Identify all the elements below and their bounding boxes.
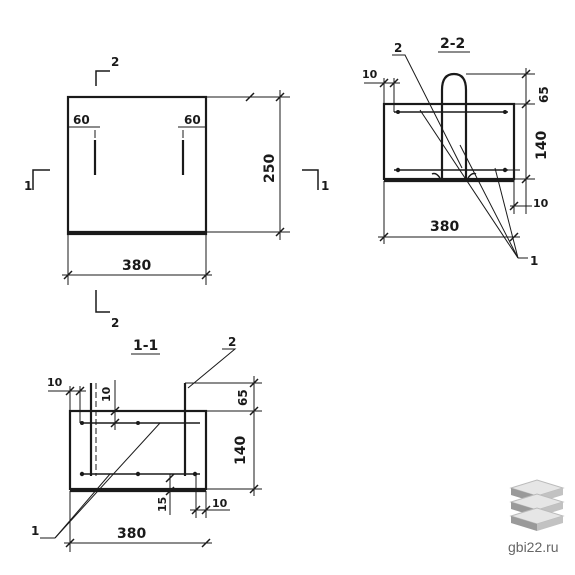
plan-dim-right-inset: 60 [184,113,201,127]
section-2-2-lifting-loop [440,72,468,178]
section-2-marker-top [95,70,110,86]
section-1-1-callout-1: 1 [31,524,39,538]
plan-section-1-left: 1 [24,179,32,193]
watermark-text: gbi22.ru [508,539,559,555]
section-1-1-title: 1-1 [133,338,158,354]
section-1-1-dim-bottom-cover: 10 [212,497,228,510]
section-2-2-callout-2-leader [392,54,463,169]
plan-section-2-bottom: 2 [111,316,119,330]
section-2-2-dim-left-cover: 10 [362,68,378,81]
section-1-1-callout-1-leader-a [54,422,161,539]
section-1-1-callout-2: 2 [228,335,236,349]
section-2-2-callout-2: 2 [394,41,402,55]
section-2-2: 2-2 2 1 10 [362,36,551,268]
section-2-2-title: 2-2 [440,36,465,52]
plan-dim-height: 250 [262,154,278,183]
plan-dim-left-inset: 60 [73,113,90,127]
watermark: gbi22.ru [508,479,565,555]
section-2-2-dim-height: 140 [534,131,550,160]
section-1-1-callout-2-leader [187,348,237,389]
section-2-2-callout-1: 1 [530,254,538,268]
section-1-1-dim-inner-offset: 10 [100,386,113,402]
stacked-slabs-icon [509,479,565,531]
section-2-2-callout-1-leader-a [419,109,519,259]
section-2-2-callout-1-leader-c [494,167,519,259]
section-2-2-slab [382,102,516,181]
plan-section-1-right: 1 [321,179,329,193]
section-1-1-dim-width: 380 [117,526,146,542]
section-1-1-dim-top-loop: 65 [236,389,250,406]
section-2-2-dim-bottom-cover: 10 [533,197,549,210]
section-1-marker-right [302,169,319,190]
section-1-1-dim-left-cover: 10 [47,376,63,389]
plan-section-2-top: 2 [111,55,119,69]
section-2-2-dim-width: 380 [430,219,459,235]
section-1-1-dim-bar-offset: 15 [156,497,169,512]
section-1-1-dim-height: 140 [233,436,249,465]
section-1-1: 1-1 2 1 10 10 [31,335,262,552]
section-2-2-dim-top-loop: 65 [537,86,551,103]
section-2-marker-bottom [95,290,110,313]
plan-outline [66,95,208,236]
section-1-marker-left [32,169,50,190]
section-2-2-callout-1-leader-b [459,144,519,259]
section-1-1-slab [68,409,208,491]
plan-view: 60 60 2 2 1 1 250 380 [24,55,329,330]
section-1-1-callout-1-leader-b [54,473,111,539]
plan-dim-width: 380 [122,258,151,274]
